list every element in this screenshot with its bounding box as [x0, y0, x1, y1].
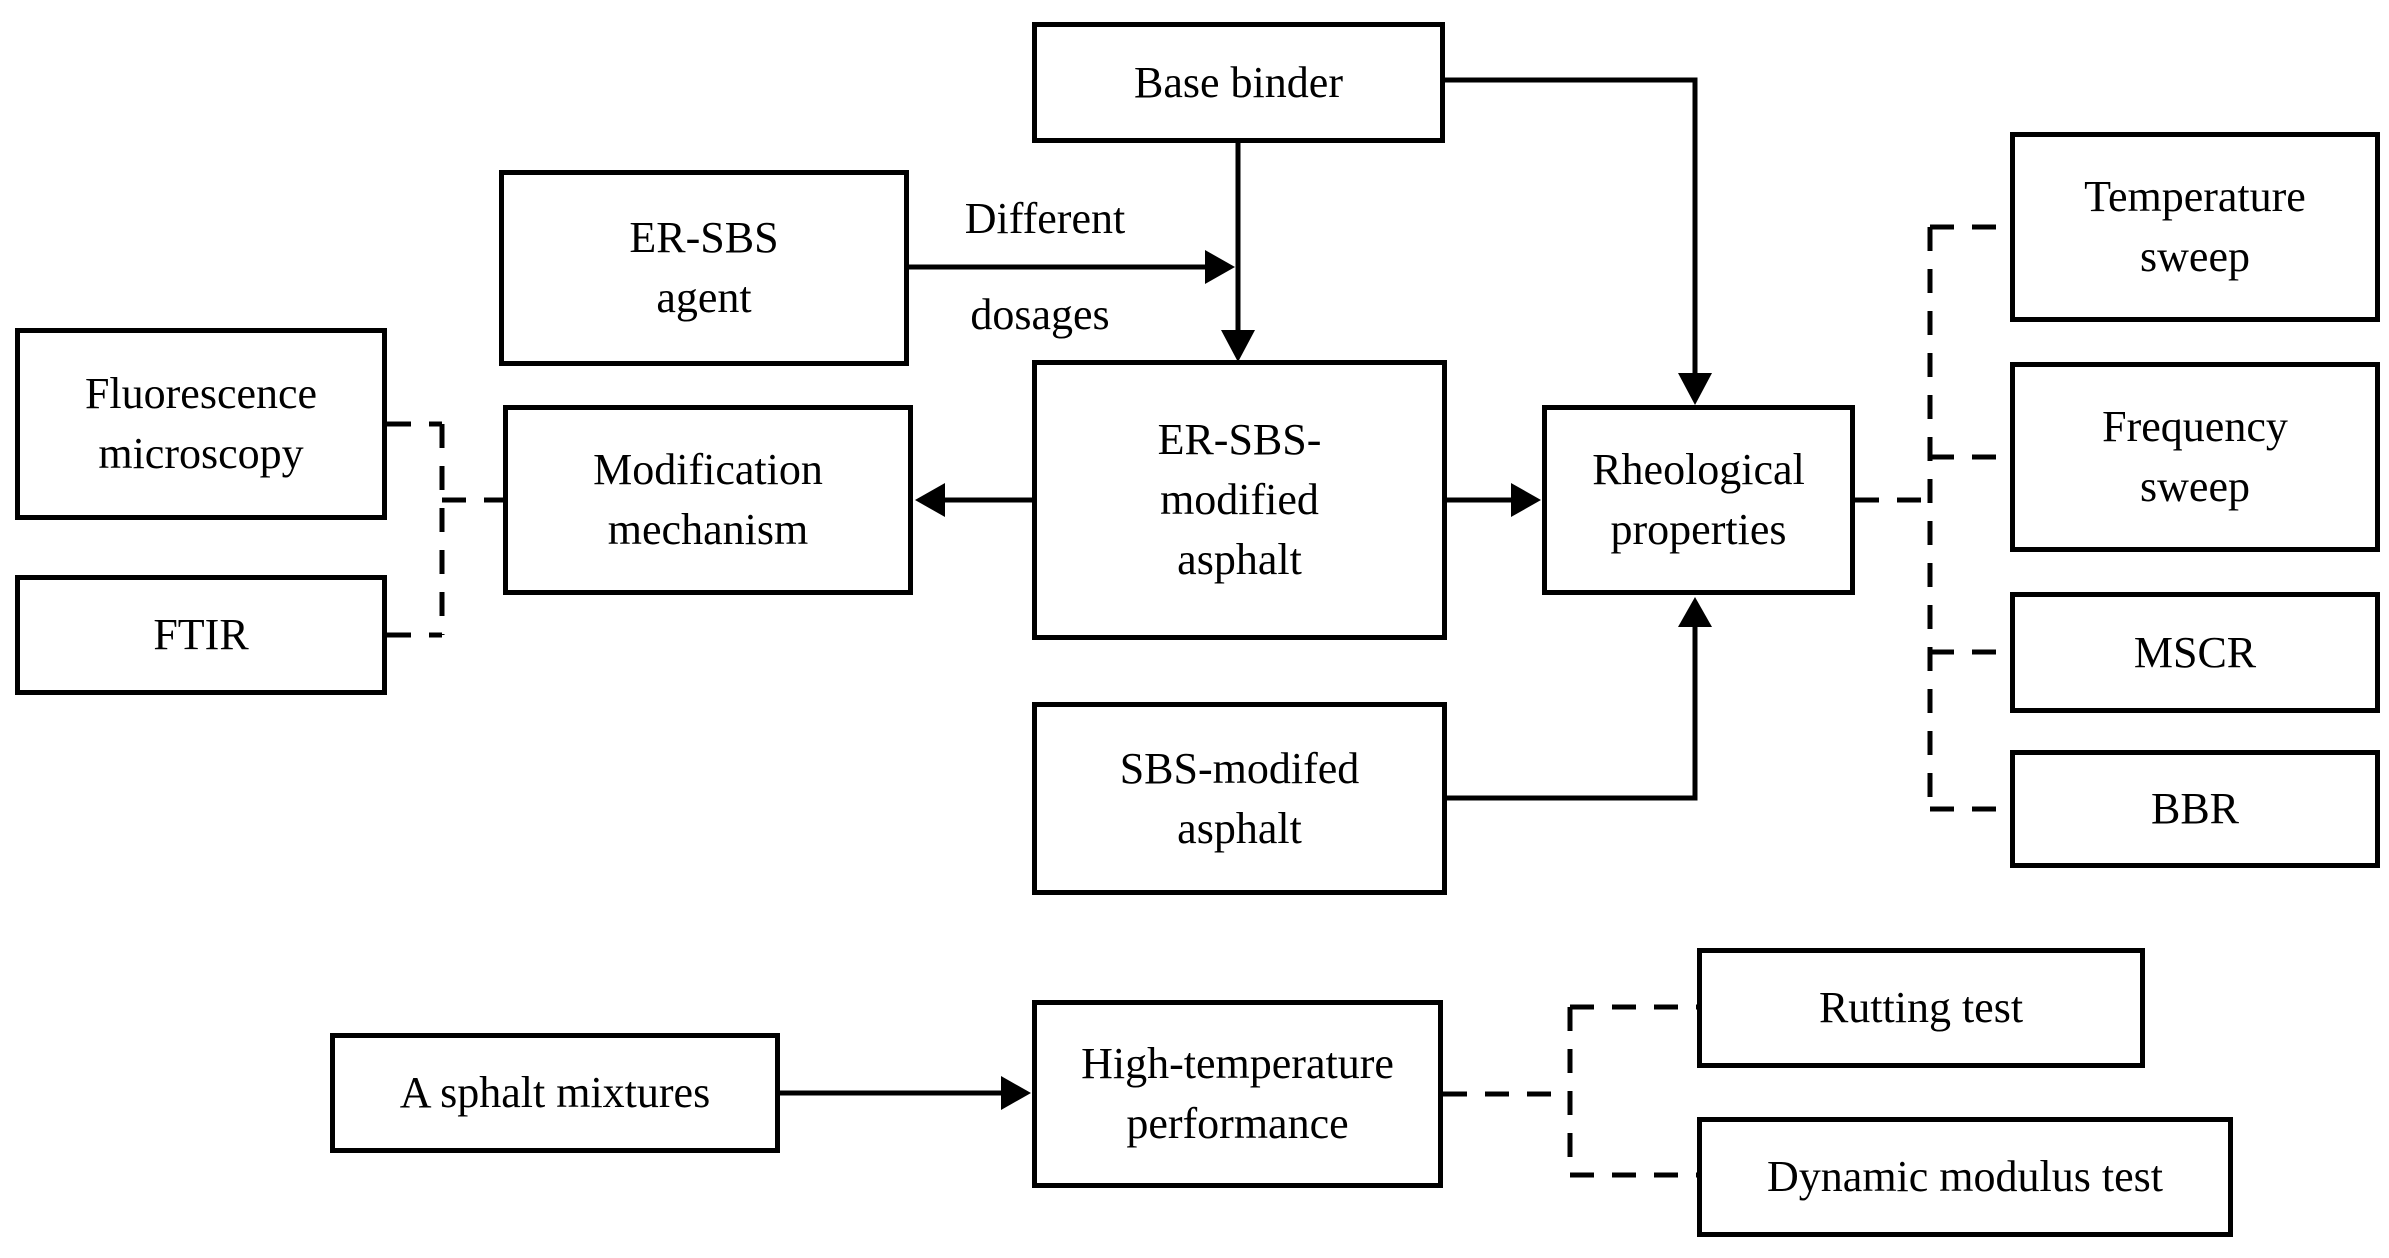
- node-label: properties: [1610, 505, 1787, 554]
- node-asphalt-mixtures: A sphalt mixtures: [330, 1033, 780, 1153]
- node-label: modified: [1160, 475, 1319, 524]
- node-label: Base binder: [1134, 57, 1343, 107]
- node-frequency-sweep: Frequency sweep: [2010, 362, 2380, 552]
- node-bbr: BBR: [2010, 750, 2380, 868]
- node-label: Rutting test: [1818, 983, 2024, 1032]
- node-label: Dynamic modulus test: [1767, 1152, 2163, 1201]
- node-base-binder: Base binder: [1032, 22, 1445, 143]
- edge-label-dosages: dosages: [970, 290, 1110, 339]
- node-label: sweep: [2140, 232, 2250, 281]
- node-er-sbs-modified-asphalt: ER-SBS- modified asphalt: [1032, 360, 1447, 640]
- node-label: sweep: [2140, 462, 2250, 511]
- node-label: Temperature: [2084, 172, 2306, 221]
- dashed-link-performance-tests-group: [1443, 1004, 1697, 1178]
- node-label: ER-SBS: [629, 213, 779, 262]
- node-rutting-test: Rutting test: [1697, 948, 2145, 1068]
- edge-mixtures-to-high-temperature: [780, 1076, 1031, 1110]
- edge-er-sbs-agent-dosages: [909, 250, 1235, 284]
- edge-asphalt-to-rheological: [1447, 483, 1541, 517]
- node-fluorescence-microscopy: Fluorescence microscopy: [15, 328, 387, 520]
- dashed-link-rheological-tests-group: [1855, 224, 2010, 812]
- node-label: Modification: [593, 445, 823, 494]
- edge-base-binder-to-rheological: [1445, 77, 1712, 405]
- node-label: High-temperature: [1081, 1039, 1394, 1088]
- edge-base-binder-to-er-sbs-asphalt: [1221, 143, 1255, 362]
- node-label: asphalt: [1177, 803, 1302, 853]
- node-temperature-sweep: Temperature sweep: [2010, 132, 2380, 322]
- node-label: microscopy: [98, 429, 304, 478]
- node-er-sbs-agent: ER-SBS agent: [499, 170, 909, 366]
- node-label: Frequency: [2102, 402, 2288, 451]
- node-label: A sphalt mixtures: [399, 1068, 711, 1117]
- node-dynamic-modulus-test: Dynamic modulus test: [1697, 1117, 2233, 1237]
- node-sbs-modifed-asphalt: SBS-modifed asphalt: [1032, 702, 1447, 895]
- node-ftir: FTIR: [15, 575, 387, 695]
- node-label: SBS-modifed: [1119, 743, 1360, 793]
- node-label: FTIR: [153, 610, 249, 659]
- node-label: mechanism: [607, 505, 809, 554]
- node-modification-mechanism: Modification mechanism: [503, 405, 913, 595]
- dashed-link-microscopy-ftir-group: [387, 421, 503, 638]
- node-high-temperature-performance: High-temperature performance: [1032, 1000, 1443, 1188]
- node-label: performance: [1126, 1099, 1349, 1148]
- node-mscr: MSCR: [2010, 592, 2380, 713]
- node-label: asphalt: [1177, 535, 1302, 584]
- node-rheological-properties: Rheological properties: [1542, 405, 1855, 595]
- node-label: BBR: [2150, 784, 2240, 833]
- edge-asphalt-to-modification-mechanism: [915, 483, 1032, 517]
- node-label: Rheological: [1592, 445, 1805, 494]
- node-label: ER-SBS-: [1157, 415, 1322, 464]
- edge-label-different: Different: [964, 194, 1126, 243]
- node-label: MSCR: [2133, 627, 2257, 677]
- node-label: Fluorescence: [84, 369, 318, 418]
- node-label: agent: [656, 273, 752, 322]
- edge-sbs-asphalt-to-rheological: [1447, 597, 1712, 801]
